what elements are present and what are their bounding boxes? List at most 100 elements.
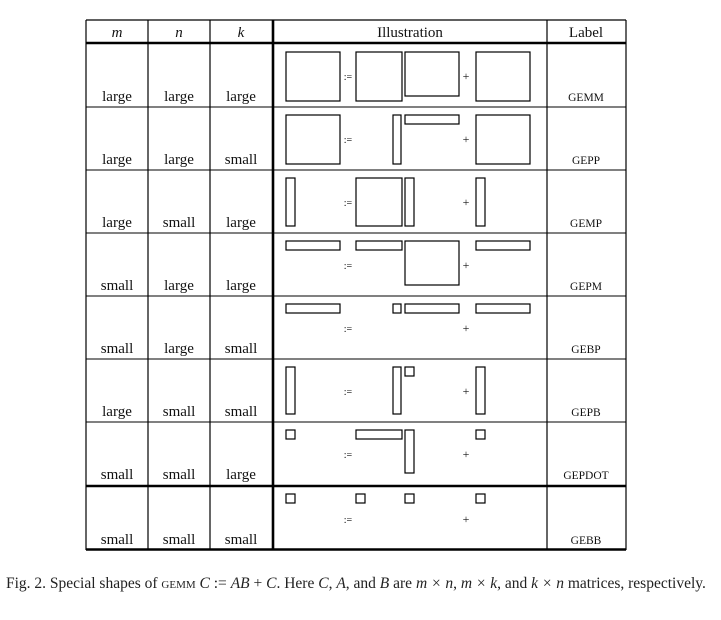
matrix-c-glyph — [285, 493, 296, 504]
assign-operator: := — [344, 387, 353, 398]
table-header: m n k Illustration Label — [112, 25, 604, 41]
cell-label: GEMM — [568, 92, 604, 104]
cell-label: GEPP — [572, 155, 600, 167]
cell-label: GEBP — [571, 344, 600, 356]
table-row: small small small GEBB := + — [101, 493, 602, 548]
matrix-c-glyph — [285, 114, 341, 165]
cell-n: small — [163, 215, 196, 231]
matrix-b-glyph — [404, 240, 460, 286]
table-grid — [85, 19, 627, 551]
matrix-c-glyph — [285, 240, 341, 251]
caption-mid3: are — [389, 575, 416, 592]
assign-operator: := — [344, 324, 353, 335]
cell-m: large — [102, 404, 132, 420]
cell-k: large — [226, 89, 256, 105]
header-label: Label — [569, 25, 603, 41]
assign-operator: := — [344, 135, 353, 146]
caption-dim1: m × n — [415, 575, 454, 592]
plus-operator: + — [463, 512, 470, 526]
caption-var-a: A — [336, 575, 346, 592]
matrix-b-glyph — [404, 429, 415, 474]
header-illustration: Illustration — [377, 25, 443, 41]
table-row: large large large GEMM := + — [102, 51, 604, 105]
cell-m: large — [102, 89, 132, 105]
cell-label: GEPB — [571, 407, 601, 419]
matrix-a-glyph — [355, 51, 403, 102]
plus-operator: + — [463, 447, 470, 461]
matrix-c-glyph — [285, 51, 341, 102]
matrix-a-glyph — [392, 366, 402, 415]
assign-operator: := — [344, 261, 353, 272]
matrix-c-glyph — [285, 429, 296, 440]
matrix-c-glyph — [285, 177, 296, 227]
matrix-c-addend-glyph — [475, 177, 486, 227]
cell-n: large — [164, 89, 194, 105]
caption-eq-c: C — [199, 575, 210, 592]
figure-caption: Fig. 2. Special shapes of gemm C := AB +… — [6, 573, 718, 594]
plus-operator: + — [463, 384, 470, 398]
matrix-a-glyph — [392, 114, 402, 165]
plus-operator: + — [463, 69, 470, 83]
cell-m: small — [101, 467, 134, 483]
matrix-c-addend-glyph — [475, 240, 531, 251]
matrix-b-glyph — [404, 114, 460, 125]
caption-sep1: , — [328, 575, 337, 592]
cell-n: large — [164, 278, 194, 294]
cell-k: small — [225, 341, 258, 357]
cell-m: small — [101, 278, 134, 294]
matrix-a-glyph — [355, 429, 403, 440]
cell-n: small — [163, 532, 196, 548]
matrix-b-glyph — [404, 303, 460, 314]
cell-n: small — [163, 404, 196, 420]
header-n: n — [175, 25, 183, 41]
cell-label: GEMP — [570, 218, 602, 230]
plus-operator: + — [463, 195, 470, 209]
caption-eq-c2: C — [266, 575, 277, 592]
caption-mid4: , and — [497, 575, 532, 592]
table-row: large large small GEPP := + — [102, 114, 600, 168]
cell-n: large — [164, 152, 194, 168]
caption-sep2: , — [453, 575, 461, 592]
caption-var-b: B — [379, 575, 390, 592]
caption-gemm: gemm — [161, 575, 196, 592]
cell-k: small — [225, 404, 258, 420]
cell-k: large — [226, 215, 256, 231]
matrix-b-glyph — [404, 177, 415, 227]
matrix-b-glyph — [404, 493, 415, 504]
caption-dim2: m × k — [460, 575, 498, 592]
cell-n: large — [164, 341, 194, 357]
plus-operator: + — [463, 132, 470, 146]
matrix-c-glyph — [285, 366, 296, 415]
matrix-a-glyph — [355, 240, 403, 251]
caption-mid2: , and — [345, 575, 380, 592]
matrix-b-glyph — [404, 366, 415, 377]
matrix-c-addend-glyph — [475, 114, 531, 165]
assign-operator: := — [344, 515, 353, 526]
matrix-a-glyph — [355, 177, 403, 227]
plus-operator: + — [463, 321, 470, 335]
matrix-c-addend-glyph — [475, 366, 486, 415]
cell-k: small — [225, 152, 258, 168]
matrix-c-glyph — [285, 303, 341, 314]
cell-label: GEBB — [571, 535, 602, 547]
caption-dim3: k × n — [531, 575, 564, 592]
matrix-b-glyph — [404, 51, 460, 97]
cell-m: large — [102, 215, 132, 231]
matrix-c-addend-glyph — [475, 303, 531, 314]
cell-k: small — [225, 532, 258, 548]
matrix-a-glyph — [355, 493, 366, 504]
matrix-c-addend-glyph — [475, 429, 486, 440]
assign-operator: := — [344, 72, 353, 83]
cell-m: small — [101, 532, 134, 548]
caption-eq-plus: + — [249, 575, 267, 592]
cell-m: large — [102, 152, 132, 168]
cell-k: large — [226, 467, 256, 483]
assign-operator: := — [344, 198, 353, 209]
caption-eq-ab: AB — [230, 575, 250, 592]
caption-prefix: Fig. 2. Special shapes of — [6, 575, 158, 592]
